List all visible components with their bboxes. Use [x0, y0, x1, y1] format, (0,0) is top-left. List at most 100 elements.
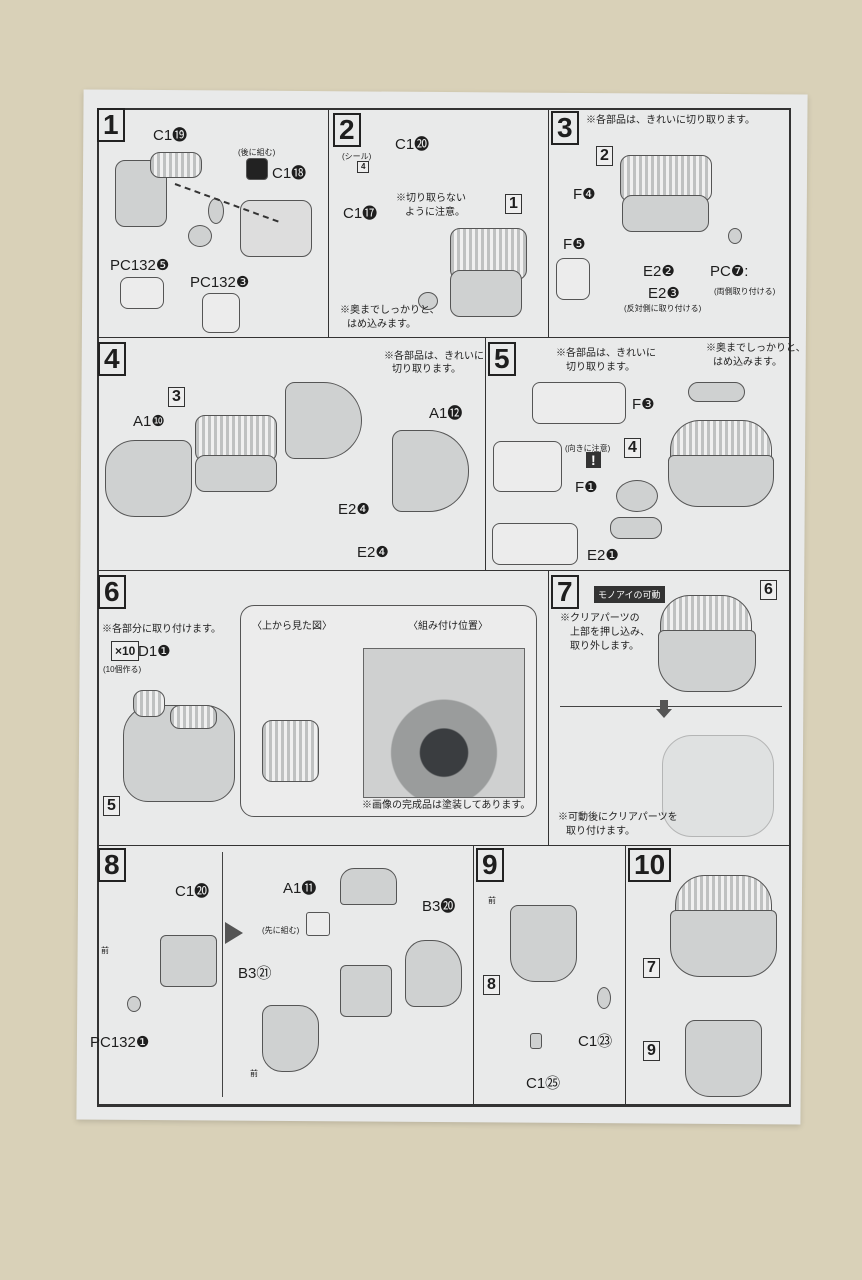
divider — [560, 706, 782, 707]
part-illustration — [658, 630, 756, 692]
part-illustration — [405, 940, 462, 1007]
part-illustration — [728, 228, 742, 244]
note: 上部を押し込み、 — [570, 627, 650, 638]
part-label: F❺ — [563, 236, 586, 253]
part-label: F❸ — [632, 396, 655, 413]
step-number: 2 — [333, 113, 361, 147]
part-label: E2❶ — [587, 547, 619, 564]
detail-inset — [120, 277, 164, 309]
step-ref: 9 — [643, 1041, 660, 1061]
note: 切り取ります。 — [566, 362, 635, 373]
part-illustration — [670, 910, 777, 977]
part-illustration — [610, 517, 662, 539]
note: ※画像の完成品は塗装してあります。 — [362, 800, 531, 811]
note: 〈上から見た図〉 — [252, 621, 332, 632]
note: ※奥までしっかりと、 — [340, 305, 440, 316]
part-label: E2❸ — [648, 285, 680, 302]
part-illustration — [127, 996, 141, 1012]
note: (10個作る) — [103, 665, 142, 674]
note: ※可動後にクリアパーツを — [558, 812, 678, 823]
detail-inset — [532, 382, 626, 424]
part-label: D1❶ — [138, 643, 171, 660]
part-illustration — [685, 1020, 762, 1097]
completed-photo — [363, 648, 525, 798]
note: 切り取ります。 — [392, 364, 461, 375]
part-illustration — [240, 200, 312, 257]
part-illustration — [340, 965, 392, 1017]
note: ※クリアパーツの — [560, 613, 640, 624]
part-label: C1㉕ — [526, 1075, 561, 1092]
part-label: F❶ — [575, 479, 598, 496]
note: (後に組む) — [238, 148, 276, 157]
step-number: 6 — [98, 575, 126, 609]
down-arrow-icon — [656, 700, 672, 718]
note: (向きに注意) — [565, 444, 611, 453]
step-ref: 5 — [103, 796, 120, 816]
step-8-panel: 8 — [97, 845, 474, 1107]
note: (先に組む) — [262, 926, 300, 935]
part-illustration — [530, 1033, 542, 1049]
note: ※各部分に取り付けます。 — [102, 624, 221, 635]
note: (反対側に取り付ける) — [624, 304, 702, 313]
note: はめ込みます。 — [347, 319, 416, 330]
part-illustration — [262, 1005, 319, 1072]
part-illustration — [208, 198, 224, 224]
step-number: 5 — [488, 342, 516, 376]
note: ※切り取らない — [396, 193, 466, 204]
part-illustration — [150, 152, 202, 178]
part-label: E2❹ — [338, 501, 370, 518]
part-illustration — [597, 987, 611, 1009]
part-label: A1⓫ — [283, 880, 317, 897]
divider — [222, 852, 223, 1097]
step-number: 8 — [98, 848, 126, 882]
part-illustration — [668, 455, 774, 507]
note: はめ込みます。 — [713, 357, 782, 368]
step-number: 7 — [551, 575, 579, 609]
part-illustration — [105, 440, 192, 517]
detail-inset — [492, 523, 578, 565]
detail-inset — [493, 441, 562, 492]
part-label: E2❹ — [357, 544, 389, 561]
detail-inset — [306, 912, 330, 936]
part-illustration — [170, 705, 217, 729]
part-illustration — [188, 225, 212, 247]
part-illustration — [160, 935, 217, 987]
part-illustration — [418, 292, 438, 310]
part-illustration — [262, 720, 319, 782]
part-label: B3㉑ — [238, 965, 272, 982]
part-label: C1⓱ — [343, 205, 378, 222]
part-illustration — [195, 455, 277, 492]
quantity-badge: ×10 — [111, 641, 140, 661]
part-label: A1⓬ — [429, 405, 463, 422]
detail-inset — [556, 258, 590, 300]
part-label: C1⓳ — [153, 127, 188, 144]
part-illustration — [622, 195, 709, 232]
step-number: 1 — [97, 108, 125, 142]
part-illustration — [285, 382, 362, 459]
caution-icon: ! — [586, 452, 601, 468]
note: 取り外します。 — [570, 641, 639, 652]
step-ref: 8 — [483, 975, 500, 995]
sticker-ref: 4 — [357, 161, 370, 173]
step-ref: 2 — [596, 146, 613, 166]
part-illustration — [510, 905, 577, 982]
note: ように注意。 — [405, 207, 465, 218]
part-illustration — [620, 155, 712, 202]
seal-icon — [246, 158, 268, 180]
note: ※各部品は、きれいに — [556, 348, 656, 359]
part-label: PC132❸ — [190, 274, 250, 291]
step-ref: 4 — [624, 438, 641, 458]
note: 取り付けます。 — [566, 826, 635, 837]
part-illustration — [450, 270, 522, 317]
detail-inset — [202, 293, 240, 333]
part-label: B3⓴ — [422, 898, 456, 915]
step-ref: 3 — [168, 387, 185, 407]
part-label: C1⓲ — [272, 165, 307, 182]
part-label: C1⓴ — [395, 136, 430, 153]
step-6-panel: 6 — [97, 570, 549, 846]
part-label: PC132❺ — [110, 257, 170, 274]
part-illustration — [688, 382, 745, 402]
note: (両側取り付ける) — [714, 287, 776, 296]
part-illustration — [133, 690, 165, 717]
step-number: 10 — [628, 848, 672, 882]
